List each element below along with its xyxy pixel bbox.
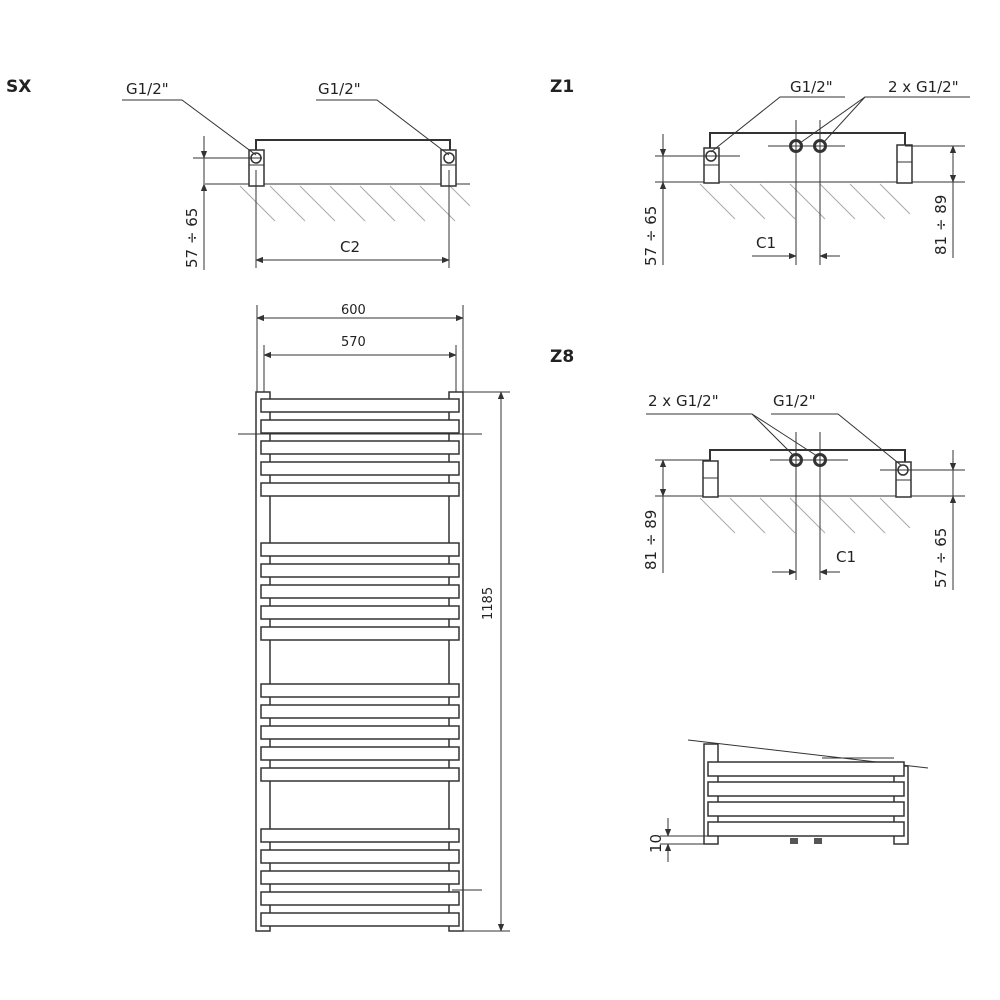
- bottom-detail-view: 10: [647, 739, 929, 862]
- z1-center-dimension: C1: [756, 234, 776, 252]
- sx-right-valve-icon: [443, 152, 455, 164]
- detail-bar: [707, 781, 905, 797]
- towel-bar: [260, 683, 460, 698]
- towel-bar: [260, 746, 460, 761]
- front-view: 600 570: [238, 303, 510, 932]
- front-height-dimension: 1185: [481, 587, 496, 620]
- z8-right-height-dimension: 57 ÷ 65: [932, 528, 950, 588]
- towel-bar: [260, 704, 460, 719]
- towel-bar: [260, 725, 460, 740]
- front-total-width-dimension: 600: [341, 303, 366, 318]
- towel-bar: [260, 870, 460, 885]
- z1-left-height-dimension: 57 ÷ 65: [642, 206, 660, 266]
- sx-wall-hatching: [239, 185, 471, 222]
- z8-left-post: [702, 460, 719, 498]
- z8-center-dimension: C1: [836, 548, 856, 566]
- towel-bar: [260, 542, 460, 557]
- z1-right-post: [896, 144, 913, 184]
- z1-top-rail: [709, 132, 906, 150]
- towel-bar: [260, 482, 460, 497]
- towel-bar: [260, 912, 460, 927]
- detail-bar: [707, 761, 905, 777]
- front-inner-width-dimension: 570: [341, 335, 366, 350]
- z8-left-height-dimension: 81 ÷ 89: [642, 510, 660, 570]
- sx-height-dimension: 57 ÷ 65: [183, 208, 201, 268]
- detail-bar: [707, 821, 905, 837]
- towel-bar: [260, 398, 460, 413]
- towel-bar: [260, 419, 460, 434]
- detail-bar: [707, 801, 905, 817]
- towel-bar: [260, 440, 460, 455]
- towel-bar: [260, 461, 460, 476]
- front-left-post: [255, 391, 271, 932]
- z8-top-view: Z8 2 x G1/2" G1/2": [550, 347, 965, 590]
- towel-bar: [260, 767, 460, 782]
- sx-top-rail: [255, 139, 451, 152]
- detail-gap-dimension: 10: [647, 834, 665, 853]
- z8-wall-hatching: [699, 497, 911, 534]
- detail-connector-icon: [790, 838, 798, 844]
- z8-connection-label-right: G1/2": [773, 392, 816, 410]
- z1-connection-label-right: 2 x G1/2": [888, 78, 959, 96]
- z1-top-view: Z1 G1/2" 2 x G1/2": [550, 77, 970, 266]
- sx-section-title: SX: [6, 77, 31, 97]
- z8-connection-label-left: 2 x G1/2": [648, 392, 719, 410]
- front-right-post: [448, 391, 464, 932]
- towel-bar: [260, 605, 460, 620]
- towel-bar: [260, 849, 460, 864]
- z8-section-title: Z8: [550, 347, 574, 367]
- towel-bar: [260, 584, 460, 599]
- sx-top-view: SX G1/2" G1/2" 57: [6, 77, 471, 270]
- towel-bar: [260, 828, 460, 843]
- detail-connector-icon: [814, 838, 822, 844]
- sx-connection-label-right: G1/2": [318, 80, 361, 98]
- z8-top-rail: [709, 449, 906, 464]
- sx-connection-label-left: G1/2": [126, 80, 169, 98]
- towel-bar: [260, 563, 460, 578]
- towel-bar: [260, 626, 460, 641]
- z1-right-height-dimension: 81 ÷ 89: [932, 195, 950, 255]
- z1-wall-hatching: [699, 183, 911, 220]
- front-bars: [260, 398, 460, 927]
- sx-width-dimension: C2: [340, 238, 360, 256]
- z1-section-title: Z1: [550, 77, 574, 97]
- towel-bar: [260, 891, 460, 906]
- z1-connection-label-left: G1/2": [790, 78, 833, 96]
